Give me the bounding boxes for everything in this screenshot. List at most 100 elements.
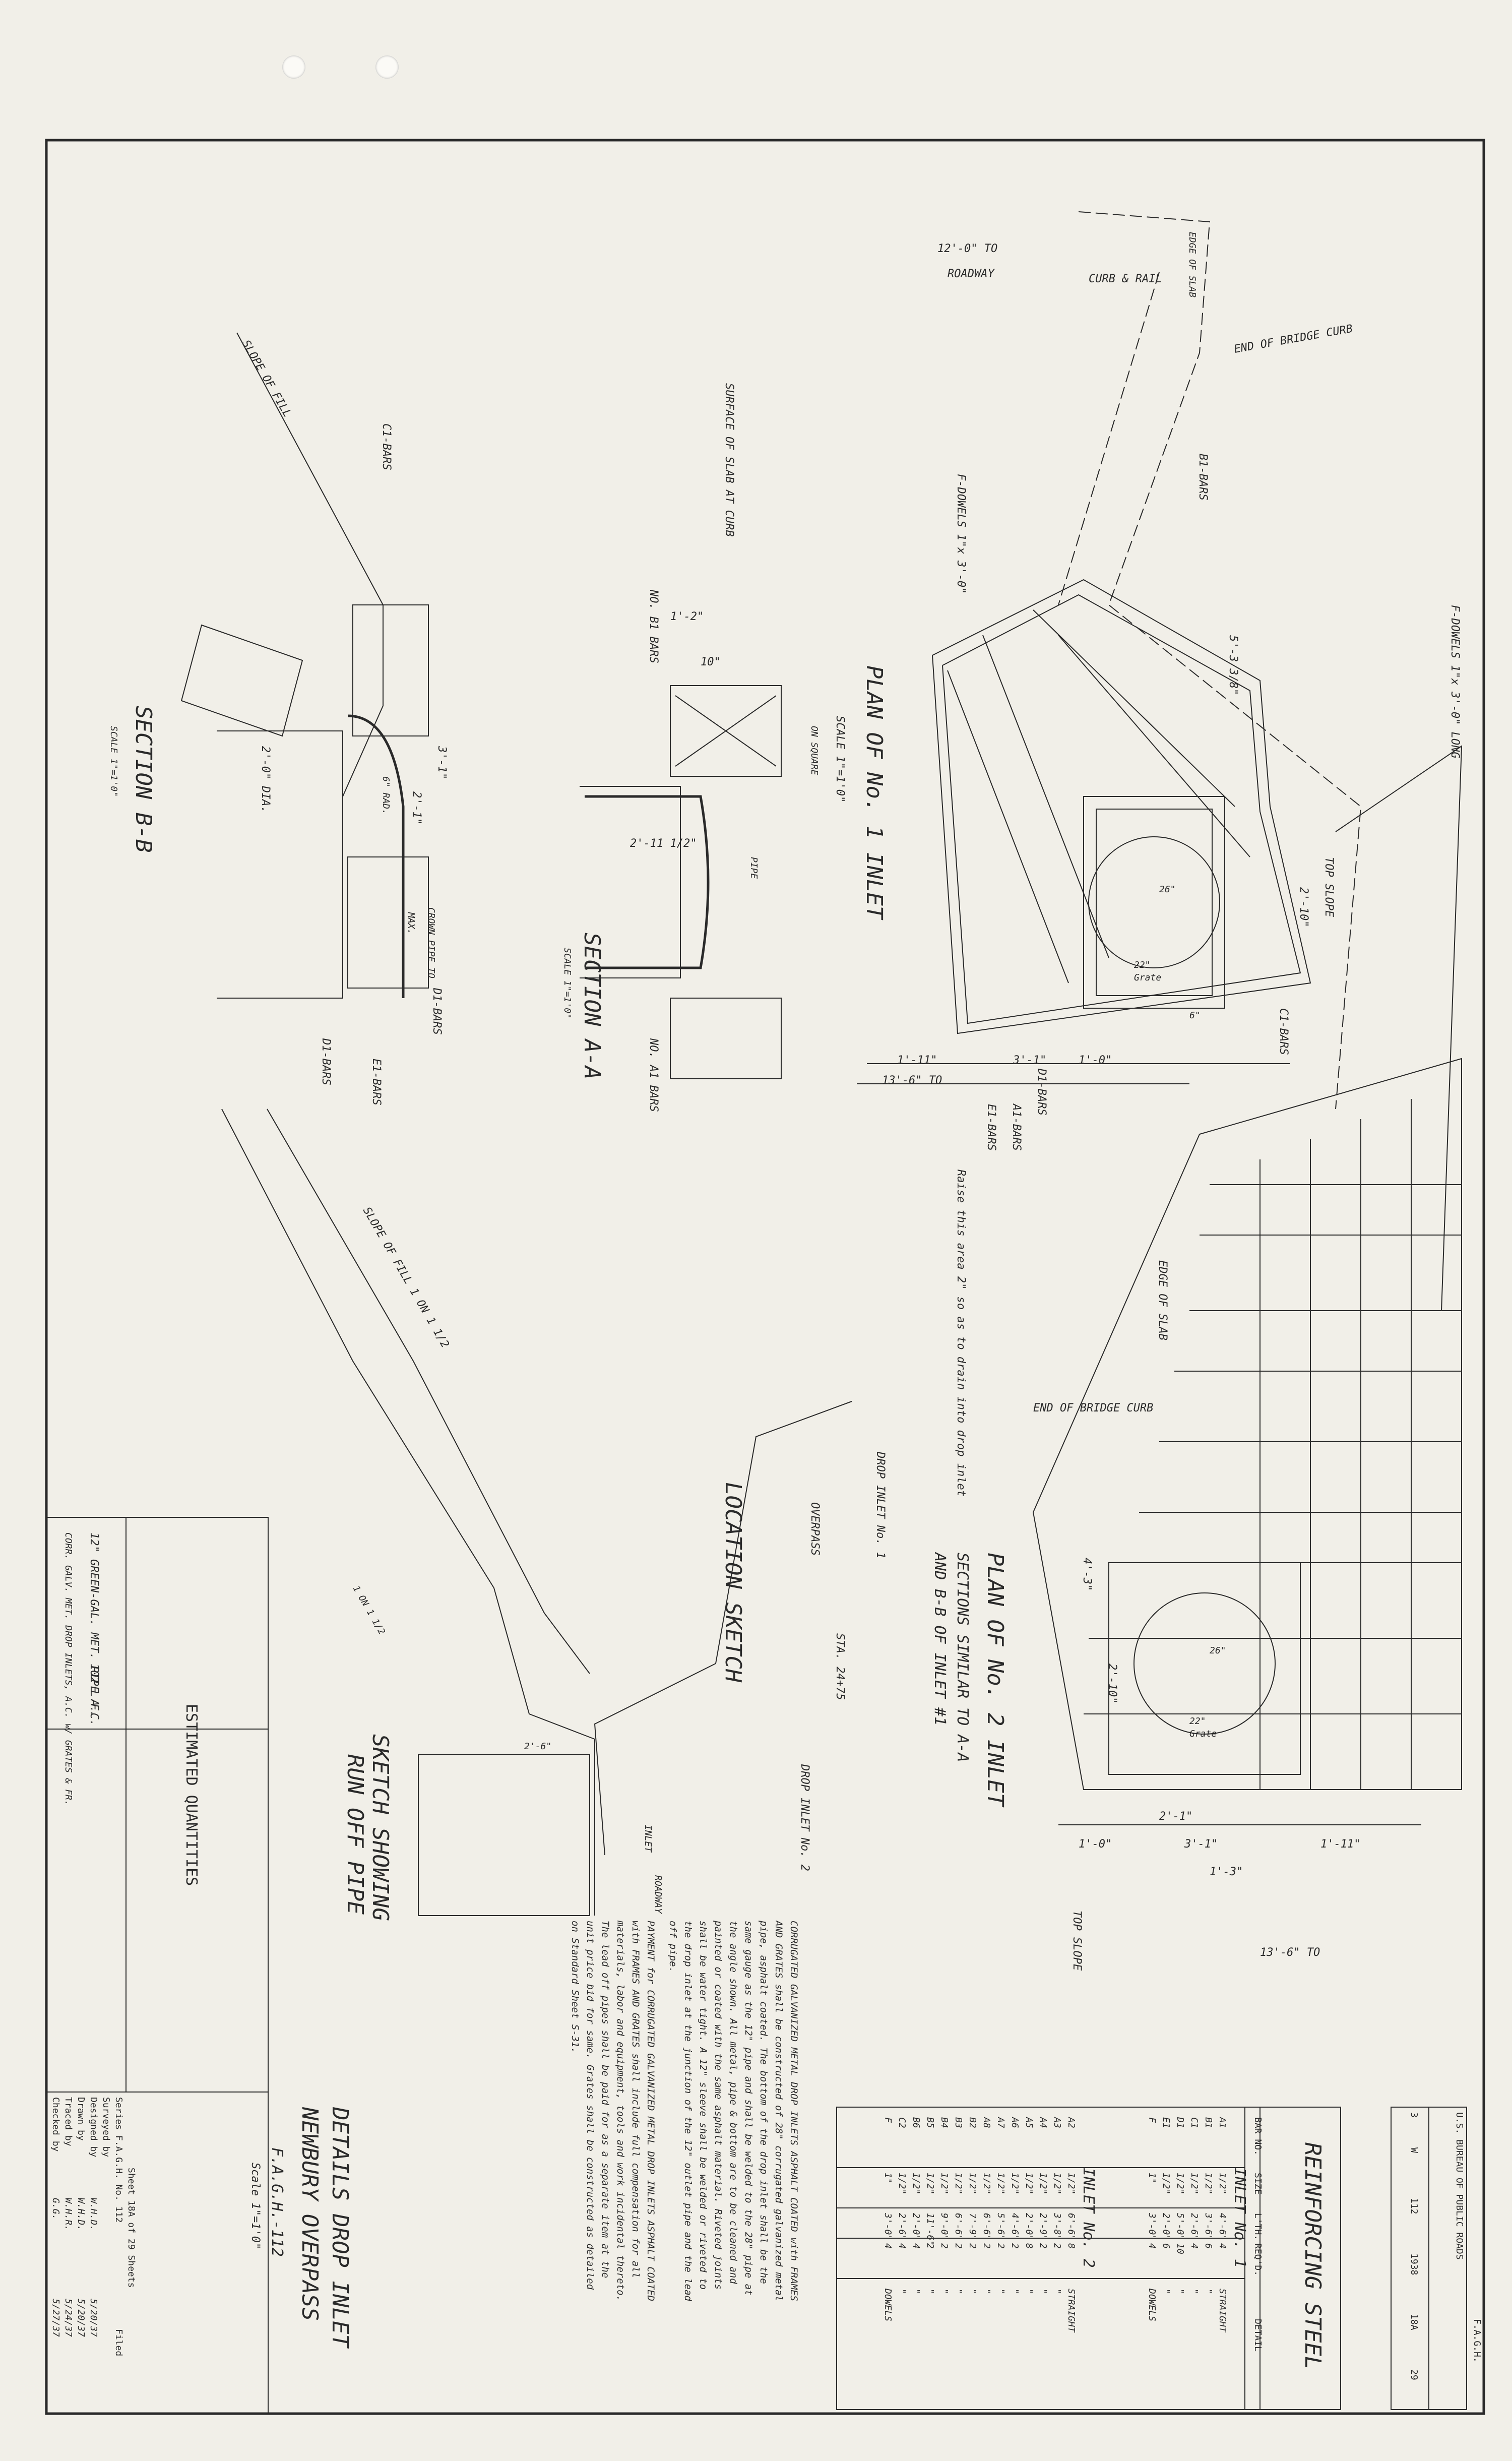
series-label: Series F.A.G.H. No. 112 [113,2097,124,2223]
steel-cell: 1/2" [995,2173,1006,2194]
steel-cell: 2 [953,2243,964,2249]
dim-10: 10" [701,656,721,668]
steel-cell: 6'-6" [981,2213,992,2240]
dim-3-1-plan2: 3'-1" [1184,1838,1218,1851]
project-stamp: U.S. BUREAU OF PUBLIC ROADS 3 W 112 1938… [1391,2107,1482,2410]
top-slope-label-2: TOP SLOPE [1070,1911,1083,1971]
steel-cell: 9'-0" [939,2213,950,2240]
grate-label-2: Grate [1189,1729,1217,1739]
location-sketch: LOCATION SKETCH OVERPASS DROP INLET No. … [594,1401,887,1871]
steel-col-detail: DETAIL [1252,2319,1263,2352]
steel-cell: " [1052,2289,1062,2294]
dim-1-2: 1'-2" [670,610,704,623]
no-a1-bars: NO. A1 BARS [647,1038,660,1112]
steel-cell: " [981,2289,992,2294]
e1-bars-label-plan: E1-BARS [985,1104,997,1151]
steel-cell: E1 [1161,2117,1171,2128]
steel-cell: 6 [1161,2243,1171,2249]
steel-cell: 1/2" [925,2173,935,2194]
dim-1-11-plan2: 1'-11" [1320,1838,1360,1851]
steel-cell: 2'-6" [1189,2213,1200,2240]
inlet1-heading: INLET No. 1 [1231,2168,1248,2268]
designed-by: W.H.D. [88,2198,99,2231]
steel-col-barno: BAR NO. [1252,2117,1263,2156]
stamp-bureau: U.S. BUREAU OF PUBLIC ROADS [1454,2112,1465,2260]
sectionA-scale: SCALE 1"=1'0" [562,948,573,1019]
steel-cell: 2'-0" [1161,2213,1171,2240]
no-b1-bars: NO. B1 BARS [647,589,660,663]
drawing-project: NEWBURY OVERPASS [297,2107,323,2321]
steel-cell: 1/2" [911,2173,921,2194]
steel-cell: 2 [995,2243,1006,2249]
inlet2-heading: INLET No. 2 [1080,2168,1097,2268]
dim-6: 6" [1189,1010,1201,1021]
steel-cell: 8 [1066,2243,1077,2249]
stamp-state: 3 [1409,2112,1419,2118]
max-label: MAX. [406,912,416,934]
steel-cell: 2'-9" [1038,2213,1048,2240]
inlet-label: INLET [643,1825,653,1853]
quantities-heading: ESTIMATED QUANTITIES [182,1704,200,1886]
drawing-title: DETAILS DROP INLET [327,2107,353,2349]
dim-1-11: 1'-11" [897,1054,937,1067]
drawing-number: F.A.G.H.-112 [268,2147,286,2257]
sta-label: STA. 24+75 [834,1633,846,1700]
steel-cell: A4 [1038,2117,1048,2128]
steel-cell: 6 [1203,2243,1214,2249]
steel-cell: C1 [1189,2117,1200,2128]
slope-fill-1on: SLOPE OF FILL 1 ON 1 1/2 [360,1205,452,1350]
steel-cell: 2 [925,2243,935,2249]
plan-no1-inlet: 1'-11" 3'-1" 1'-0" 13'-6" TO 26" 22" Gra… [834,211,1463,1497]
sectionA-title: SECTION A-A [579,933,605,1079]
dim-13-6: 13'-6" TO [882,1074,942,1087]
steel-cell: B3 [953,2117,964,2128]
steel-cell: 4 [897,2243,907,2249]
roadway-label: ROADWAY [948,268,995,280]
stamp-year: 1938 [1409,2253,1419,2275]
surveyed-label: Surveyed by [101,2097,111,2157]
steel-cell: " [1038,2289,1048,2294]
pipe-size-label: 26" [1159,884,1176,895]
traced-label: Traced by [63,2097,74,2146]
steel-cell: 10 [1175,2243,1185,2254]
steel-cell: " [897,2289,907,2294]
dim-12-0: 12'-0" TO [937,242,997,255]
steel-cell: 1" [1147,2173,1157,2184]
dim-2-6: 2'-6" [524,1741,551,1752]
dim-5-3: 5'-3 3/8" [1227,635,1239,695]
a1-bars-label-plan: A1-BARS [1010,1103,1023,1151]
steel-cell: 4'-6" [1217,2213,1228,2240]
estimated-quantities: ESTIMATED QUANTITIES 12" GREEN-GAL. MET.… [46,1517,269,2414]
stamp-sheet: 18A [1409,2314,1419,2330]
steel-cell: 7'-9" [967,2213,978,2240]
steel-cell: B2 [967,2117,978,2128]
steel-cell: " [939,2289,950,2294]
steel-cell: 2 [1010,2243,1020,2249]
curb-rail-label: CURB & RAIL [1089,273,1162,285]
steel-cell: STRAIGHT [1217,2289,1228,2333]
designed-date: 5/20/37 [88,2299,99,2337]
dim-2-11: 2'-11 1/2" [630,837,697,850]
dim-3-1: 3'-1" [1013,1054,1046,1067]
drop-inlet2-label: DROP INLET No. 2 [798,1764,811,1871]
dim-13-6-plan2: 13'-6" TO [1260,1946,1320,1959]
dim-2-0-dia: 2'-0" DIA. [259,746,272,813]
dim-2-1-b: 2'-1" [410,791,423,825]
steel-col-reqd: REQ'D. [1252,2243,1263,2276]
steel-col-length: L'TH. [1252,2213,1263,2240]
steel-cell: 4 [1217,2243,1228,2249]
traced-by: W.H.R. [63,2198,74,2231]
punch-hole [282,55,305,79]
steel-cell: DOWELS [1147,2288,1157,2321]
steel-cell: 1/2" [1175,2173,1185,2194]
steel-cell: 2 [967,2243,978,2249]
f-dowels-label: F-DOWELS 1"x 3'-0" [955,474,967,594]
e1-bars-label: E1-BARS [370,1059,383,1105]
steel-cell: " [911,2289,921,2294]
steel-cell: F [883,2117,893,2123]
steel-cell: " [953,2289,964,2294]
plan-no2-inlet: 26" 22" Grate 2'-1" 3'-1" 1'-0" 1'-11" 1… [931,1058,1462,1971]
steel-cell: 2'-6" [897,2213,907,2240]
quantity-item1-qty: 102 L.F. [88,1664,100,1717]
